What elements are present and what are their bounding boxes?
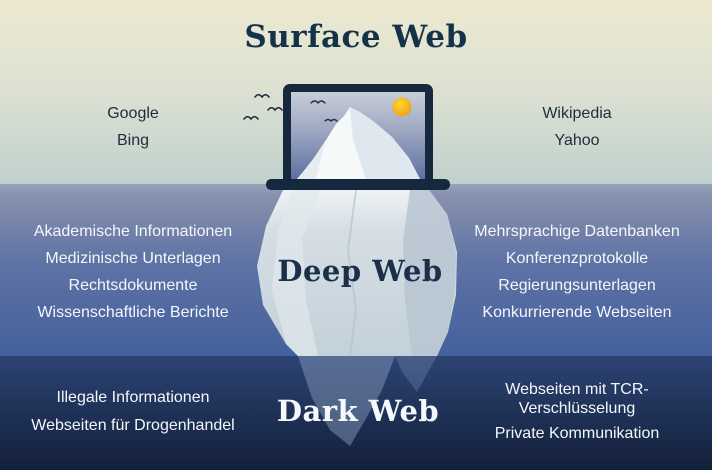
list-item: Regierungsunterlagen <box>498 277 656 294</box>
list-item: Private Kommunikation <box>494 425 660 442</box>
deep-right-list: Mehrsprachige Datenbanken Konferenzproto… <box>467 222 687 322</box>
laptop-icon <box>266 84 450 190</box>
list-item: Konferenzprotokolle <box>505 250 649 267</box>
list-item: Webseiten mit TCR-Verschlüsselung <box>505 381 649 417</box>
surface-right-list: Wikipedia Yahoo <box>467 104 687 150</box>
list-item: Illegale Informationen <box>56 389 210 406</box>
list-item: Wissenschaftliche Berichte <box>37 304 229 321</box>
list-item: Akademische Informationen <box>33 223 233 240</box>
surface-web-title: Surface Web <box>244 19 468 55</box>
list-item: Mehrsprachige Datenbanken <box>474 223 680 240</box>
sun-icon <box>392 97 412 117</box>
laptop-base <box>266 179 450 190</box>
list-item: Yahoo <box>554 132 600 149</box>
list-item: Wikipedia <box>542 105 612 122</box>
dark-web-title: Dark Web <box>276 394 440 428</box>
iceberg-tip <box>297 107 420 179</box>
deep-left-list: Akademische Informationen Medizinische U… <box>23 222 243 322</box>
list-item: Webseiten für Drogenhandel <box>31 417 235 434</box>
iceberg-dark-depth <box>298 356 437 446</box>
list-item: Medizinische Unterlagen <box>45 250 221 267</box>
list-item: Google <box>107 105 159 122</box>
deep-web-title: Deep Web <box>277 254 443 288</box>
bird-icon <box>243 93 283 121</box>
iceberg-underwater <box>257 189 457 357</box>
list-item: Rechtsdokumente <box>68 277 198 294</box>
bird-icon <box>310 100 338 122</box>
dark-right-list: Webseiten mit TCR-Verschlüsselung Privat… <box>467 380 687 443</box>
dark-left-list: Illegale Informationen Webseiten für Dro… <box>23 388 243 435</box>
list-item: Bing <box>116 132 150 149</box>
list-item: Konkurrierende Webseiten <box>482 304 672 321</box>
surface-left-list: Google Bing <box>23 104 243 150</box>
